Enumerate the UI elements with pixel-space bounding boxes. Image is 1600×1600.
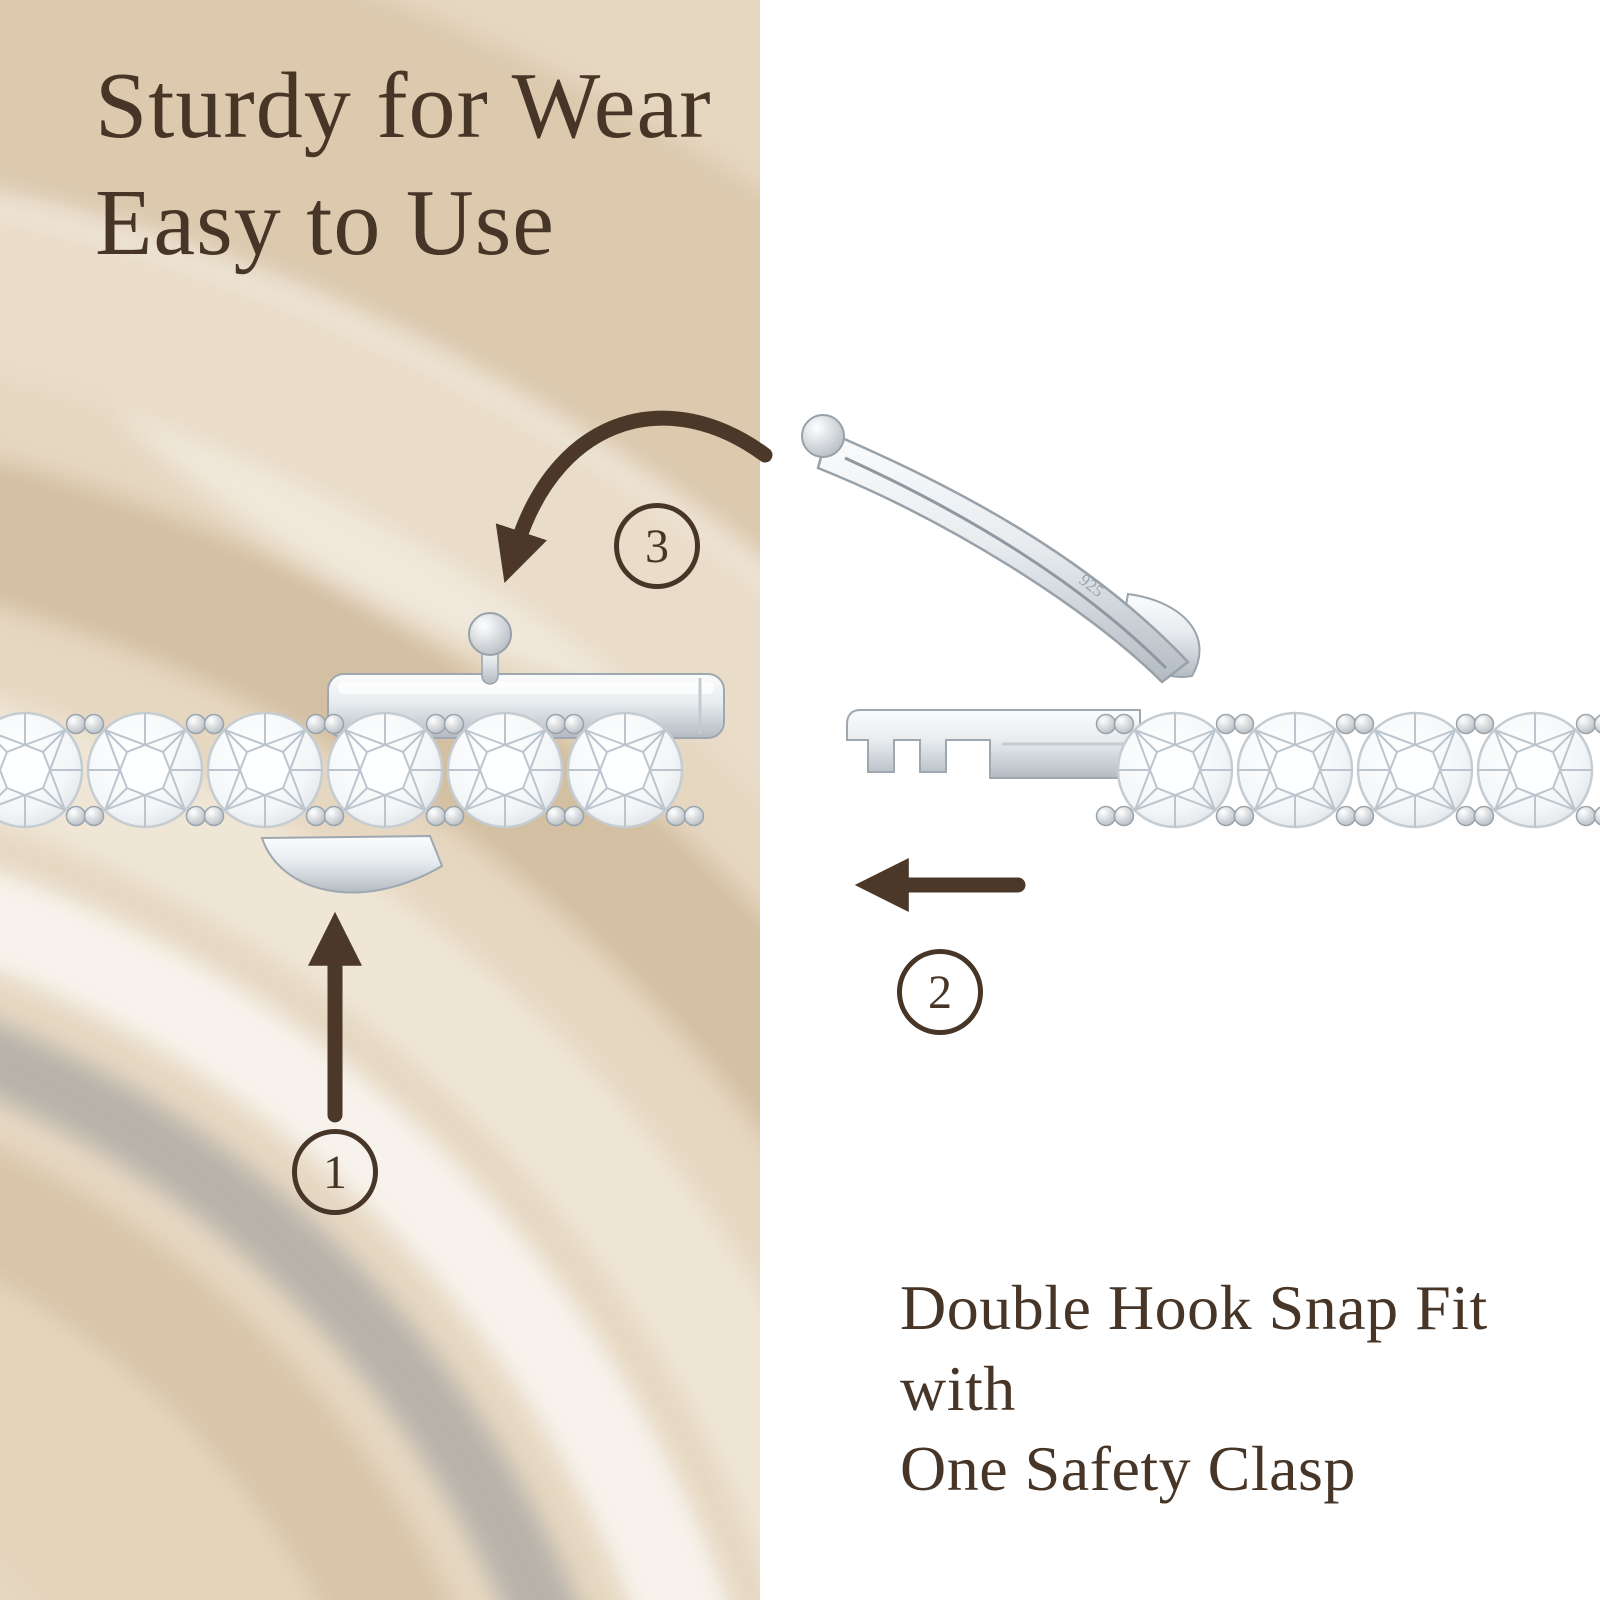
safety-latch-closed-icon xyxy=(260,834,444,894)
caption-line3: One Safety Clasp xyxy=(900,1433,1356,1505)
open-safety-wire-icon: 925 xyxy=(801,414,1190,684)
push-pin-icon xyxy=(468,612,512,685)
step-2-number: 2 xyxy=(928,965,952,1019)
stone-row xyxy=(1116,711,1594,829)
step-3-number: 3 xyxy=(645,519,669,573)
caption-line1: Double Hook Snap Fit xyxy=(900,1272,1488,1343)
headline: Sturdy for Wear Easy to Use xyxy=(95,48,760,281)
left-bracelet-illustration xyxy=(0,612,725,894)
caption-line2: with xyxy=(900,1352,1016,1424)
step-2-badge: 2 xyxy=(897,949,983,1035)
caption: Double Hook Snap Fit with One Safety Cla… xyxy=(900,1268,1560,1510)
step-3-badge: 3 xyxy=(614,503,700,589)
step-1-number: 1 xyxy=(323,1145,347,1199)
headline-line2: Easy to Use xyxy=(95,170,556,275)
step-1-badge: 1 xyxy=(292,1129,378,1215)
right-bracelet-illustration: 925 xyxy=(801,414,1600,829)
headline-line1: Sturdy for Wear xyxy=(95,54,712,158)
clasp-tongue-icon xyxy=(846,709,1141,779)
